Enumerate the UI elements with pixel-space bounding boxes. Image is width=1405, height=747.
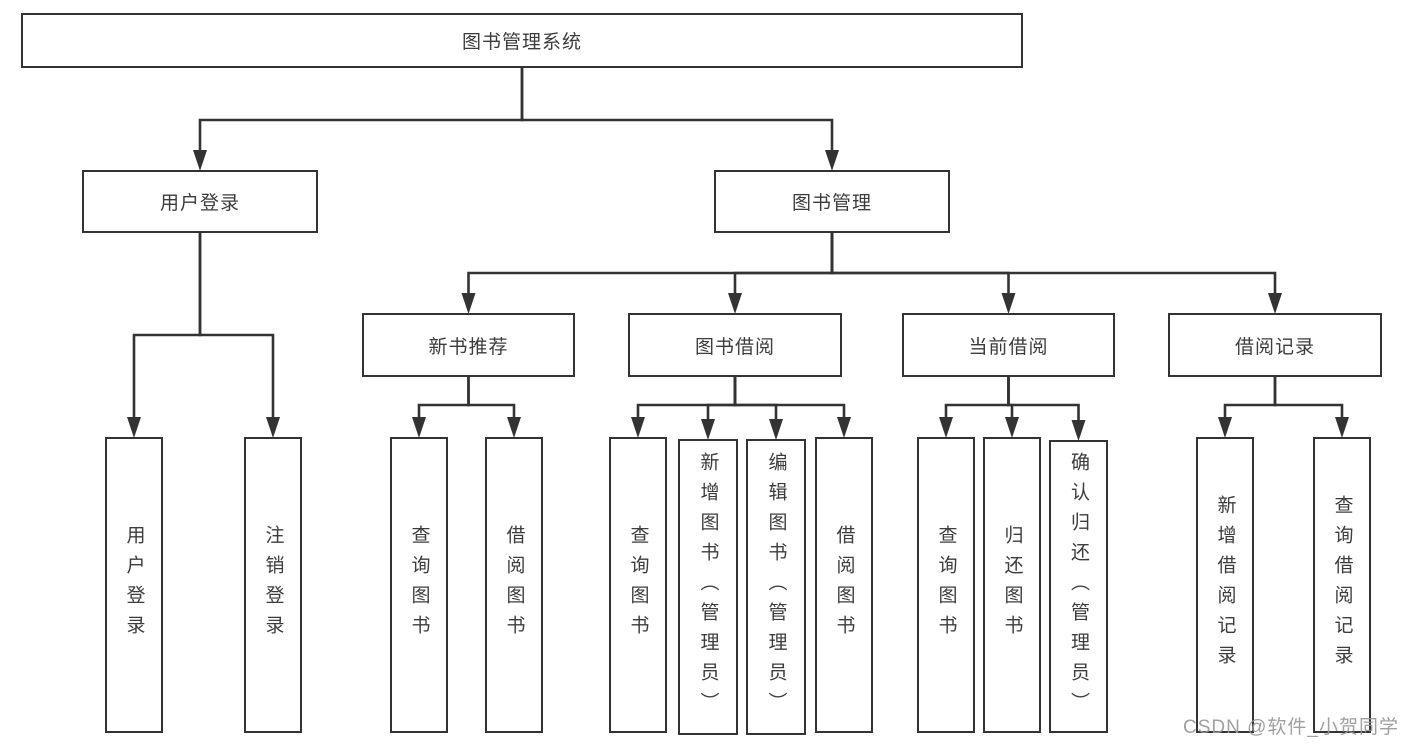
node-nbr-query-books: 查询图书 xyxy=(390,437,448,733)
node-book-borrow: 图书借阅 xyxy=(628,313,842,377)
node-label-nbr-query-books: 查询图书 xyxy=(408,525,430,645)
node-borrow-records: 借阅记录 xyxy=(1168,313,1382,377)
node-label-login-leaf: 用户登录 xyxy=(123,525,145,645)
node-bb-query-books: 查询图书 xyxy=(609,437,667,733)
node-label-root: 图书管理系统 xyxy=(461,32,582,53)
node-bb-borrow-books: 借阅图书 xyxy=(815,437,873,733)
node-label-borrow-records: 借阅记录 xyxy=(1234,336,1315,358)
node-book-mgmt: 图书管理 xyxy=(714,170,950,233)
node-label-cb-return-books: 归还图书 xyxy=(1001,525,1023,645)
node-root: 图书管理系统 xyxy=(21,13,1023,68)
node-label-br-add-record: 新增借阅记录 xyxy=(1214,495,1236,675)
node-br-add-record: 新增借阅记录 xyxy=(1196,437,1254,733)
node-logout-leaf: 注销登录 xyxy=(244,437,302,733)
node-label-cb-confirm-return: 确认归还（管理员） xyxy=(1068,451,1089,722)
node-label-book-mgmt: 图书管理 xyxy=(791,193,872,214)
node-cb-return-books: 归还图书 xyxy=(983,437,1041,733)
node-user-login: 用户登录 xyxy=(82,170,318,233)
node-label-logout-leaf: 注销登录 xyxy=(262,525,284,645)
node-nbr-borrow-books: 借阅图书 xyxy=(485,437,543,733)
node-current-borrow: 当前借阅 xyxy=(902,313,1115,377)
node-new-book-rec: 新书推荐 xyxy=(362,313,575,377)
node-br-query-record: 查询借阅记录 xyxy=(1313,437,1371,733)
node-label-cb-query-books: 查询图书 xyxy=(935,525,957,645)
node-label-bb-edit-books: 编辑图书（管理员） xyxy=(765,452,787,722)
watermark: CSDN @软件_小贺同学 xyxy=(1183,717,1399,738)
node-cb-query-books: 查询图书 xyxy=(917,437,975,733)
node-label-bb-borrow-books: 借阅图书 xyxy=(833,525,855,645)
node-label-new-book-rec: 新书推荐 xyxy=(428,336,509,358)
node-bb-edit-books: 编辑图书（管理员） xyxy=(746,439,806,735)
node-label-bb-query-books: 查询图书 xyxy=(627,525,649,645)
node-label-br-query-record: 查询借阅记录 xyxy=(1331,495,1353,675)
node-label-user-login: 用户登录 xyxy=(159,193,240,214)
node-bb-add-books: 新增图书（管理员） xyxy=(678,439,738,735)
node-label-nbr-borrow-books: 借阅图书 xyxy=(503,525,525,645)
node-label-book-borrow: 图书借阅 xyxy=(694,336,775,358)
node-login-leaf: 用户登录 xyxy=(105,437,163,733)
node-label-current-borrow: 当前借阅 xyxy=(968,336,1049,358)
node-label-bb-add-books: 新增图书（管理员） xyxy=(697,452,719,722)
node-cb-confirm-return: 确认归还（管理员） xyxy=(1049,440,1108,733)
